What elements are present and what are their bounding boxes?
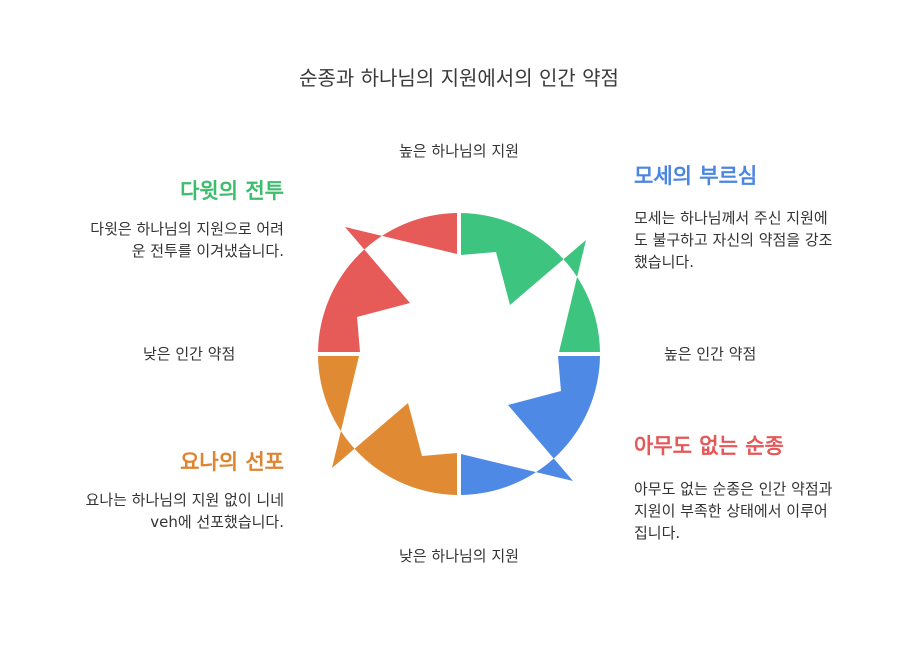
description-line: veh에 선포했습니다. (150, 513, 284, 531)
description-line: 모세는 하나님께서 주신 지원에 (634, 209, 828, 227)
description-line: 아무도 없는 순종은 인간 약점과 (634, 480, 833, 498)
axis-label-right: 높은 인간 약점 (664, 345, 757, 363)
segment-blue (461, 356, 600, 495)
description-line: 운 전투를 이겨냈습니다. (131, 242, 284, 260)
description-line: 도 불구하고 자신의 약점을 강조 (634, 231, 833, 249)
quadrant-description-top-right: 모세는 하나님께서 주신 지원에 도 불구하고 자신의 약점을 강조 했습니다. (634, 207, 894, 273)
description-line: 다윗은 하나님의 지원으로 어려 (90, 220, 284, 238)
axis-label-left: 낮은 인간 약점 (143, 345, 236, 363)
quadrant-description-top-left: 다윗은 하나님의 지원으로 어려 운 전투를 이겨냈습니다. (24, 218, 284, 262)
quadrant-heading-top-right: 모세의 부르심 (634, 164, 758, 188)
axis-label-bottom: 낮은 하나님의 지원 (399, 547, 519, 565)
description-line: 지원이 부족한 상태에서 이루어 (634, 502, 828, 520)
segment-red (318, 213, 457, 352)
cycle-diagram (318, 213, 600, 495)
quadrant-description-bottom-left: 요나는 하나님의 지원 없이 니네 veh에 선포했습니다. (24, 489, 284, 533)
segment-orange (318, 356, 457, 495)
diagram-title: 순종과 하나님의 지원에서의 인간 약점 (299, 66, 619, 90)
axis-label-top: 높은 하나님의 지원 (399, 142, 519, 160)
quadrant-heading-top-left: 다윗의 전투 (180, 179, 284, 203)
quadrant-description-bottom-right: 아무도 없는 순종은 인간 약점과 지원이 부족한 상태에서 이루어 집니다. (634, 478, 894, 544)
description-line: 요나는 하나님의 지원 없이 니네 (85, 491, 284, 509)
segment-green (461, 213, 600, 352)
description-line: 집니다. (634, 524, 681, 542)
description-line: 했습니다. (634, 253, 694, 271)
quadrant-heading-bottom-left: 요나의 선포 (180, 450, 284, 474)
quadrant-heading-bottom-right: 아무도 없는 순종 (634, 434, 784, 458)
